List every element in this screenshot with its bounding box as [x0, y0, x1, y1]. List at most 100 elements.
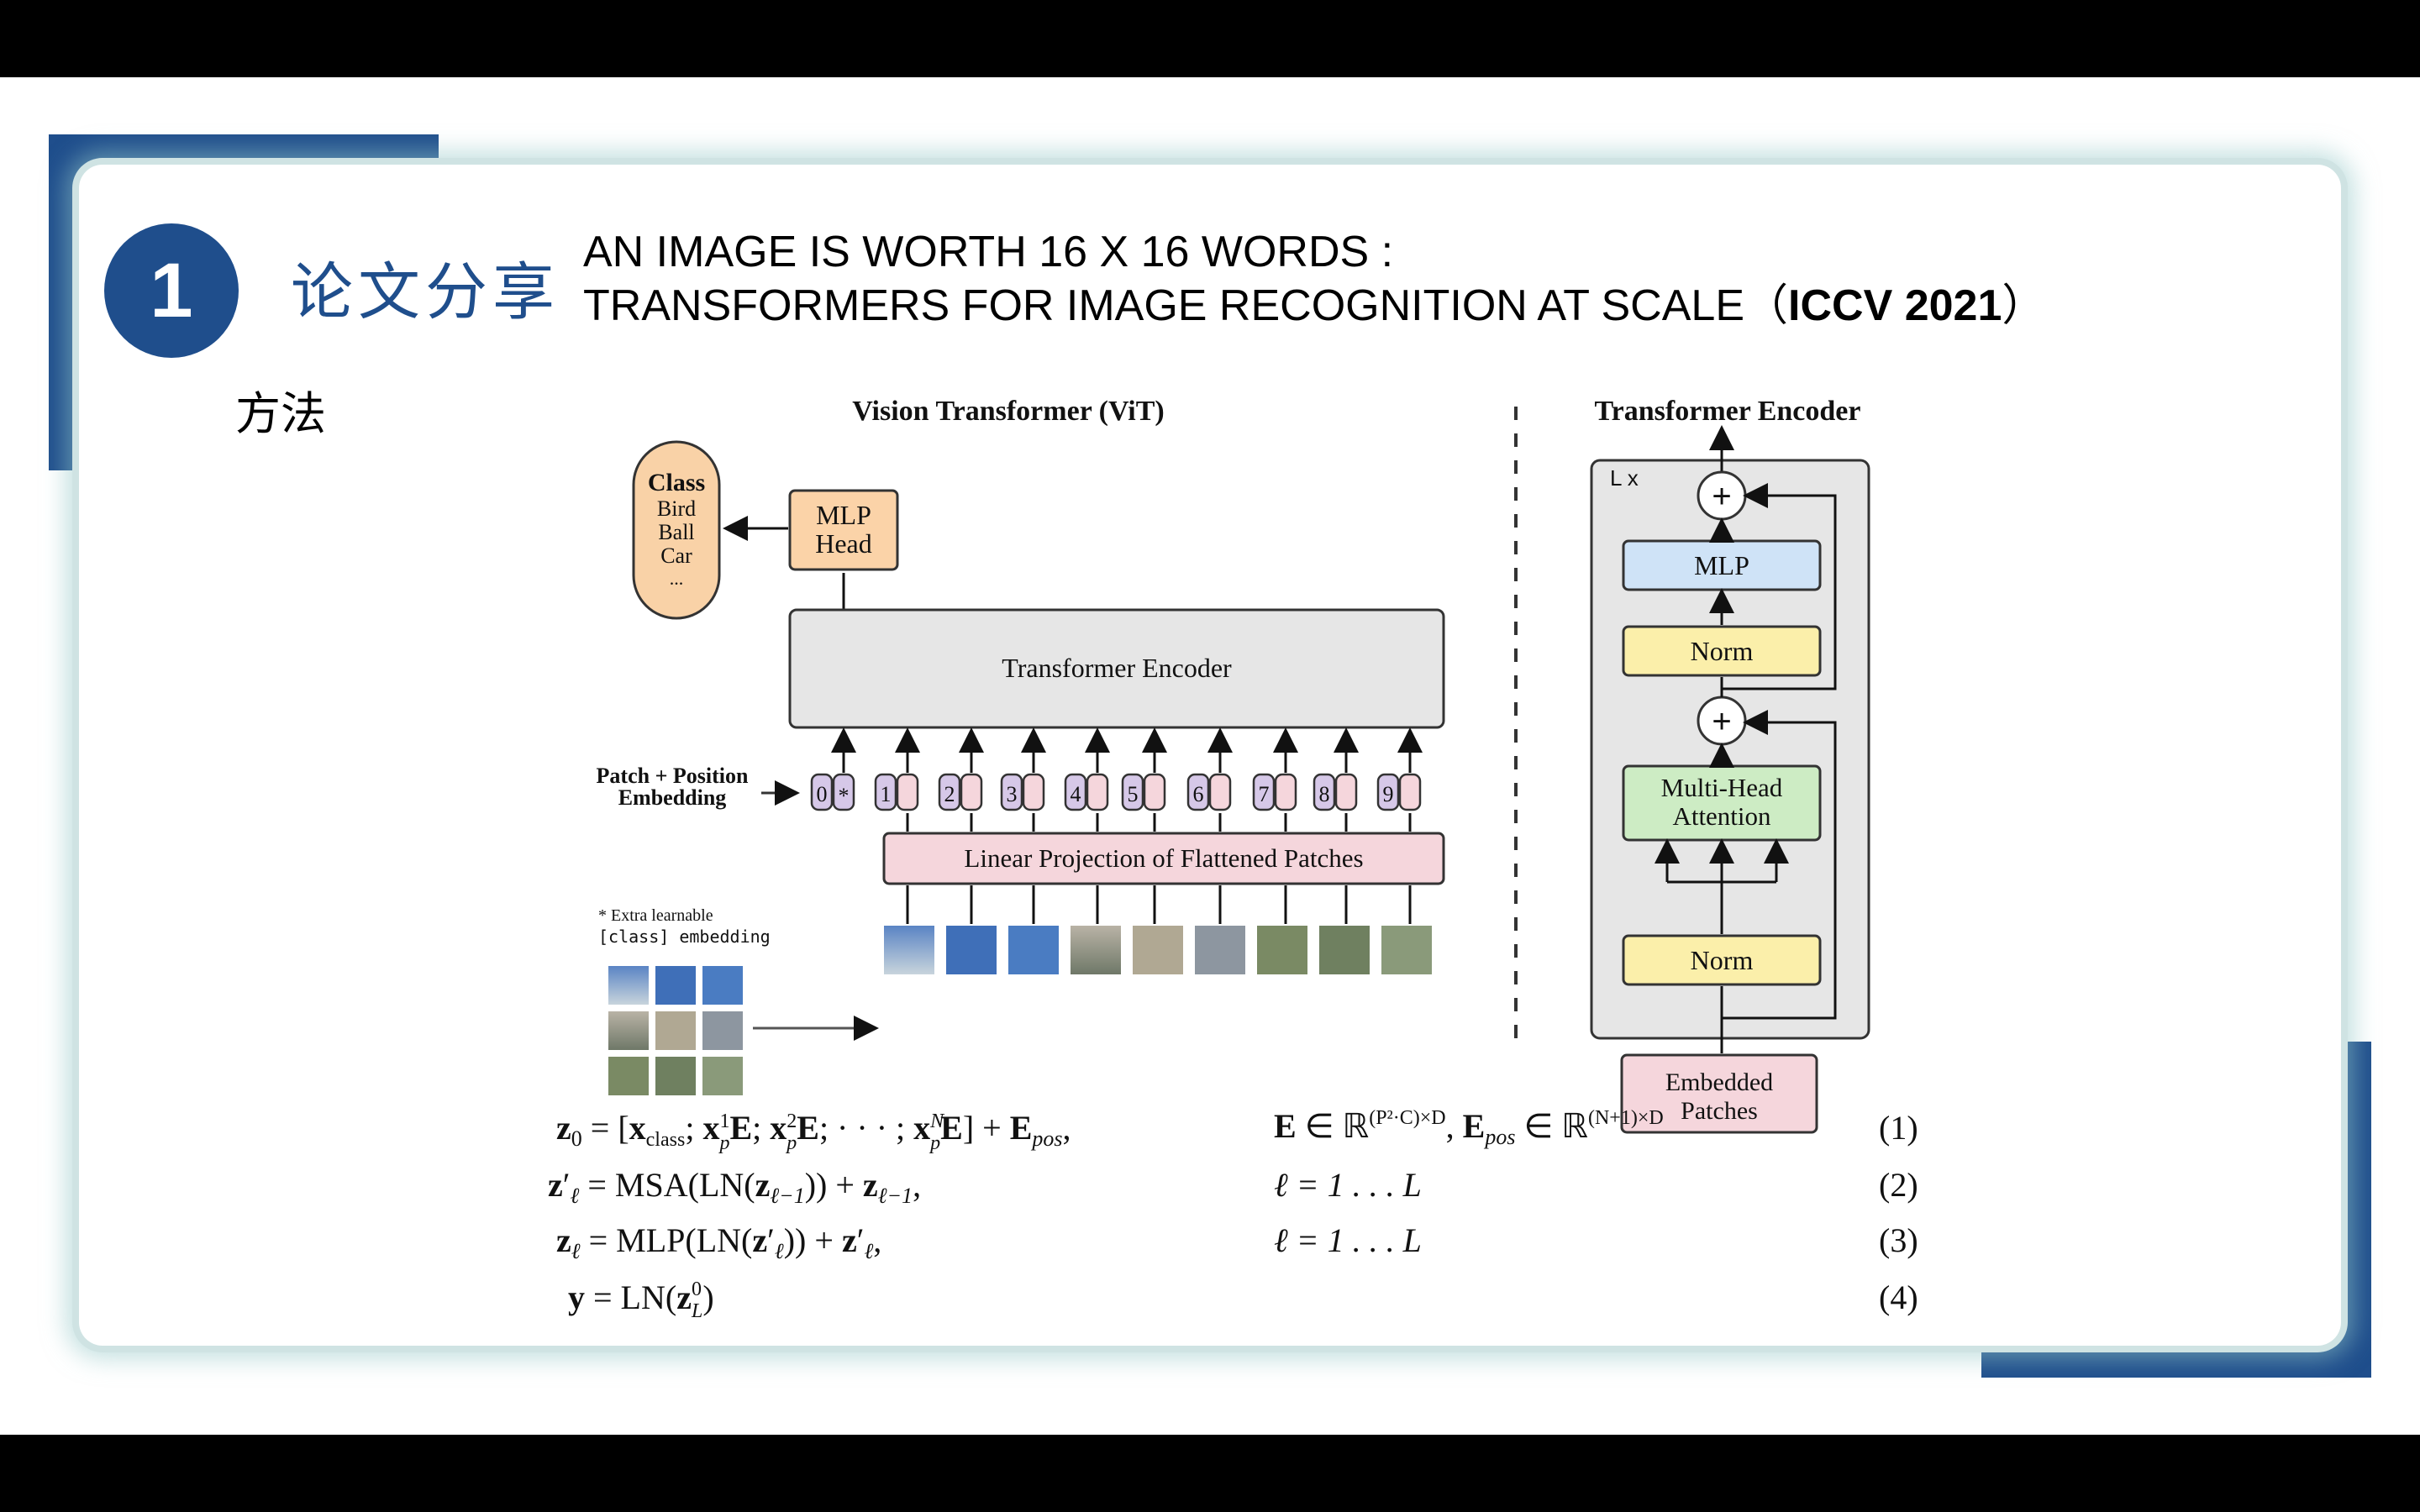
residual-add-2-symbol: + — [1712, 703, 1731, 740]
patch-6 — [1195, 926, 1245, 974]
token-num-5: 5 — [1128, 782, 1139, 806]
token-class-embed — [832, 773, 855, 811]
equation-3: zℓ = MLP(LN(z′ℓ)) + z′ℓ, — [556, 1221, 881, 1263]
token-star: * — [839, 784, 850, 808]
patch-position-line1: Patch + Position — [597, 764, 749, 788]
patch-7 — [1257, 926, 1307, 974]
token-pos-0 — [810, 773, 834, 811]
patch-4 — [1071, 926, 1121, 974]
patch-to-projection-lines — [906, 885, 1412, 924]
slide: 1 论文分享 AN IMAGE IS WORTH 16 X 16 WORDS :… — [0, 77, 2420, 1435]
equation-4-number: (4) — [1879, 1278, 1918, 1316]
embedded-patches-line1: Embedded — [1665, 1068, 1773, 1096]
equation-3-number: (3) — [1879, 1221, 1918, 1259]
residual-path-1 — [1722, 710, 1837, 1020]
token-embed-1 — [896, 773, 919, 811]
paper-title: AN IMAGE IS WORTH 16 X 16 WORDS : TRANSF… — [583, 225, 2045, 333]
class-title: Class — [648, 469, 705, 496]
token-num-8: 8 — [1319, 782, 1330, 806]
extra-learnable-line2: [class] embedding — [598, 927, 771, 947]
patch-2 — [946, 926, 997, 974]
equation-2-number: (2) — [1879, 1166, 1918, 1204]
class-car: Car — [660, 543, 692, 568]
encoder-attention-line1: Multi-Head — [1661, 773, 1783, 802]
paper-title-paren: ） — [2002, 281, 2046, 330]
token-embed-3 — [1022, 773, 1045, 811]
encoder-norm2-label: Norm — [1691, 945, 1754, 975]
token-pos-1 — [874, 773, 897, 811]
vit-figure: Vision Transformer (ViT) Transformer Enc… — [548, 396, 1918, 1322]
token-pos-4 — [1064, 773, 1087, 811]
encoder-norm1-box — [1622, 625, 1822, 677]
paper-title-line1: AN IMAGE IS WORTH 16 X 16 WORDS : — [583, 228, 1394, 276]
token-to-encoder-arrows — [831, 727, 1423, 773]
paper-title-line2-text: TRANSFORMERS FOR IMAGE RECOGNITION AT SC… — [583, 281, 1789, 330]
encoder-title: Transformer Encoder — [1595, 396, 1861, 427]
residual-add-1-symbol: + — [1712, 478, 1731, 515]
equation-1-number: (1) — [1879, 1109, 1918, 1147]
token-row: 0 * 1 2 3 4 5 6 — [810, 773, 1422, 811]
linear-projection-box — [882, 832, 1445, 885]
method-label: 方法 — [235, 387, 326, 440]
section-number-badge: 1 — [104, 223, 239, 358]
paper-venue: ICCV 2021 — [1788, 281, 2002, 330]
section-label: 论文分享 — [291, 256, 560, 328]
patch-position-line2: Embedding — [618, 785, 727, 810]
patch-5 — [1133, 926, 1183, 974]
token-num-0: 0 — [817, 782, 828, 806]
extra-learnable-line1: * Extra learnable — [598, 906, 713, 925]
patch-3 — [1008, 926, 1059, 974]
token-num-1: 1 — [881, 782, 892, 806]
mlp-head-box — [788, 489, 899, 571]
transformer-encoder-box — [788, 608, 1445, 729]
token-pos-8 — [1313, 773, 1336, 811]
token-pos-7 — [1252, 773, 1276, 811]
token-embed-2 — [960, 773, 983, 811]
content-card — [79, 165, 2341, 1346]
class-box — [632, 440, 721, 620]
mlp-head-line1: MLP — [816, 500, 871, 530]
token-embed-8 — [1334, 773, 1358, 811]
equation-2: z′ℓ = MSA(LN(zℓ−1)) + zℓ−1, — [548, 1166, 921, 1208]
flattened-patches — [884, 926, 1432, 974]
token-pos-9 — [1376, 773, 1400, 811]
embedded-patches-box — [1620, 1053, 1818, 1134]
token-embed-4 — [1086, 773, 1109, 811]
token-num-6: 6 — [1193, 782, 1204, 806]
token-num-2: 2 — [944, 782, 955, 806]
class-ball: Ball — [658, 520, 694, 544]
equation-3-condition: ℓ = 1 . . . L — [1274, 1221, 1422, 1259]
token-num-4: 4 — [1071, 782, 1081, 806]
encoder-norm1-label: Norm — [1691, 636, 1754, 666]
patch-8 — [1319, 926, 1370, 974]
mlp-head-line2: Head — [815, 528, 872, 559]
equation-2-condition: ℓ = 1 . . . L — [1274, 1166, 1422, 1204]
encoder-lx-label: L x — [1610, 465, 1639, 491]
token-num-7: 7 — [1259, 782, 1270, 806]
token-embed-6 — [1208, 773, 1232, 811]
token-num-9: 9 — [1383, 782, 1394, 806]
token-embed-5 — [1143, 773, 1166, 811]
projection-to-token-lines — [906, 813, 1412, 832]
paper-title-line2: TRANSFORMERS FOR IMAGE RECOGNITION AT SC… — [583, 279, 2045, 333]
transformer-encoder-label: Transformer Encoder — [1002, 653, 1232, 683]
token-embed-9 — [1398, 773, 1422, 811]
letterbox-bottom — [0, 1435, 2420, 1512]
encoder-attention-line2: Attention — [1672, 801, 1771, 831]
embedded-patches-line2: Patches — [1681, 1097, 1758, 1125]
token-pos-6 — [1186, 773, 1210, 811]
encoder-mlp-label: MLP — [1694, 550, 1749, 580]
equation-1-condition: E ∈ ℝ(P²·C)×D, Epos ∈ ℝ(N+1)×D — [1274, 1107, 1664, 1149]
token-embed-7 — [1274, 773, 1297, 811]
token-pos-2 — [938, 773, 961, 811]
residual-path-2 — [1722, 483, 1837, 690]
linear-projection-label: Linear Projection of Flattened Patches — [964, 843, 1363, 873]
patch-1 — [884, 926, 934, 974]
patch-9 — [1381, 926, 1432, 974]
source-image-grid — [608, 966, 743, 1095]
vit-title: Vision Transformer (ViT) — [852, 396, 1164, 427]
class-bird: Bird — [657, 496, 696, 521]
